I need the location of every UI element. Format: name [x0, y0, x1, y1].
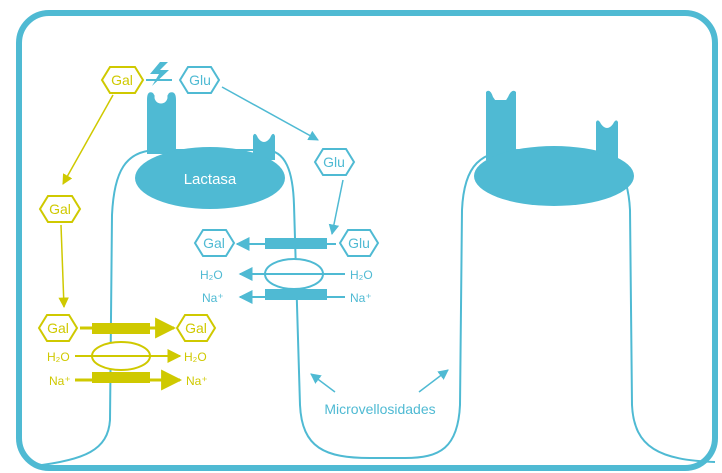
h2o-label: H₂O — [350, 268, 373, 282]
glu-path-arrow — [328, 179, 344, 236]
active-site — [154, 90, 168, 104]
gal-path-arrow — [58, 224, 69, 309]
gal-label: Gal — [47, 320, 69, 336]
frame-border — [16, 10, 718, 471]
lightning-bolt-icon — [146, 62, 172, 86]
microvilli-pointer-right — [418, 369, 449, 393]
gal-path-arrow — [62, 94, 114, 185]
glu-label: Glu — [348, 235, 370, 251]
membrane-enzyme-right — [474, 90, 634, 206]
gal-label: Gal — [203, 235, 225, 251]
h2o-label: H₂O — [47, 350, 70, 364]
microvilli-label: Microvellosidades — [324, 401, 435, 417]
gal-label: Gal — [185, 320, 207, 336]
na-label: Na⁺ — [202, 291, 224, 305]
glu-label: Glu — [189, 72, 211, 88]
na-label: Na⁺ — [186, 374, 208, 388]
gal-molecule-middle: Gal — [38, 195, 82, 223]
gal-label: Gal — [111, 72, 133, 88]
glu-path-arrow — [221, 86, 319, 141]
glu-label: Glu — [323, 154, 345, 170]
glu-molecule-middle: Glu — [313, 148, 356, 176]
gal-label: Gal — [49, 201, 71, 217]
na-label: Na⁺ — [49, 374, 71, 388]
cell-membrane — [33, 149, 716, 467]
transporter-yellow: Gal Gal H₂O H₂O Na⁺ Na⁺ — [37, 314, 217, 391]
lactase-enzyme: Lactasa — [135, 90, 285, 209]
transporter-blue: Gal Glu H₂O H₂O Na⁺ Na⁺ — [193, 229, 380, 305]
glu-molecule-top: Glu — [178, 66, 221, 94]
gal-molecule-top: Gal — [100, 66, 145, 94]
h2o-label: H₂O — [184, 350, 207, 364]
lactase-label: Lactasa — [184, 171, 237, 188]
microvilli-pointer-left — [310, 373, 336, 393]
h2o-label: H₂O — [200, 268, 223, 282]
na-label: Na⁺ — [350, 291, 372, 305]
